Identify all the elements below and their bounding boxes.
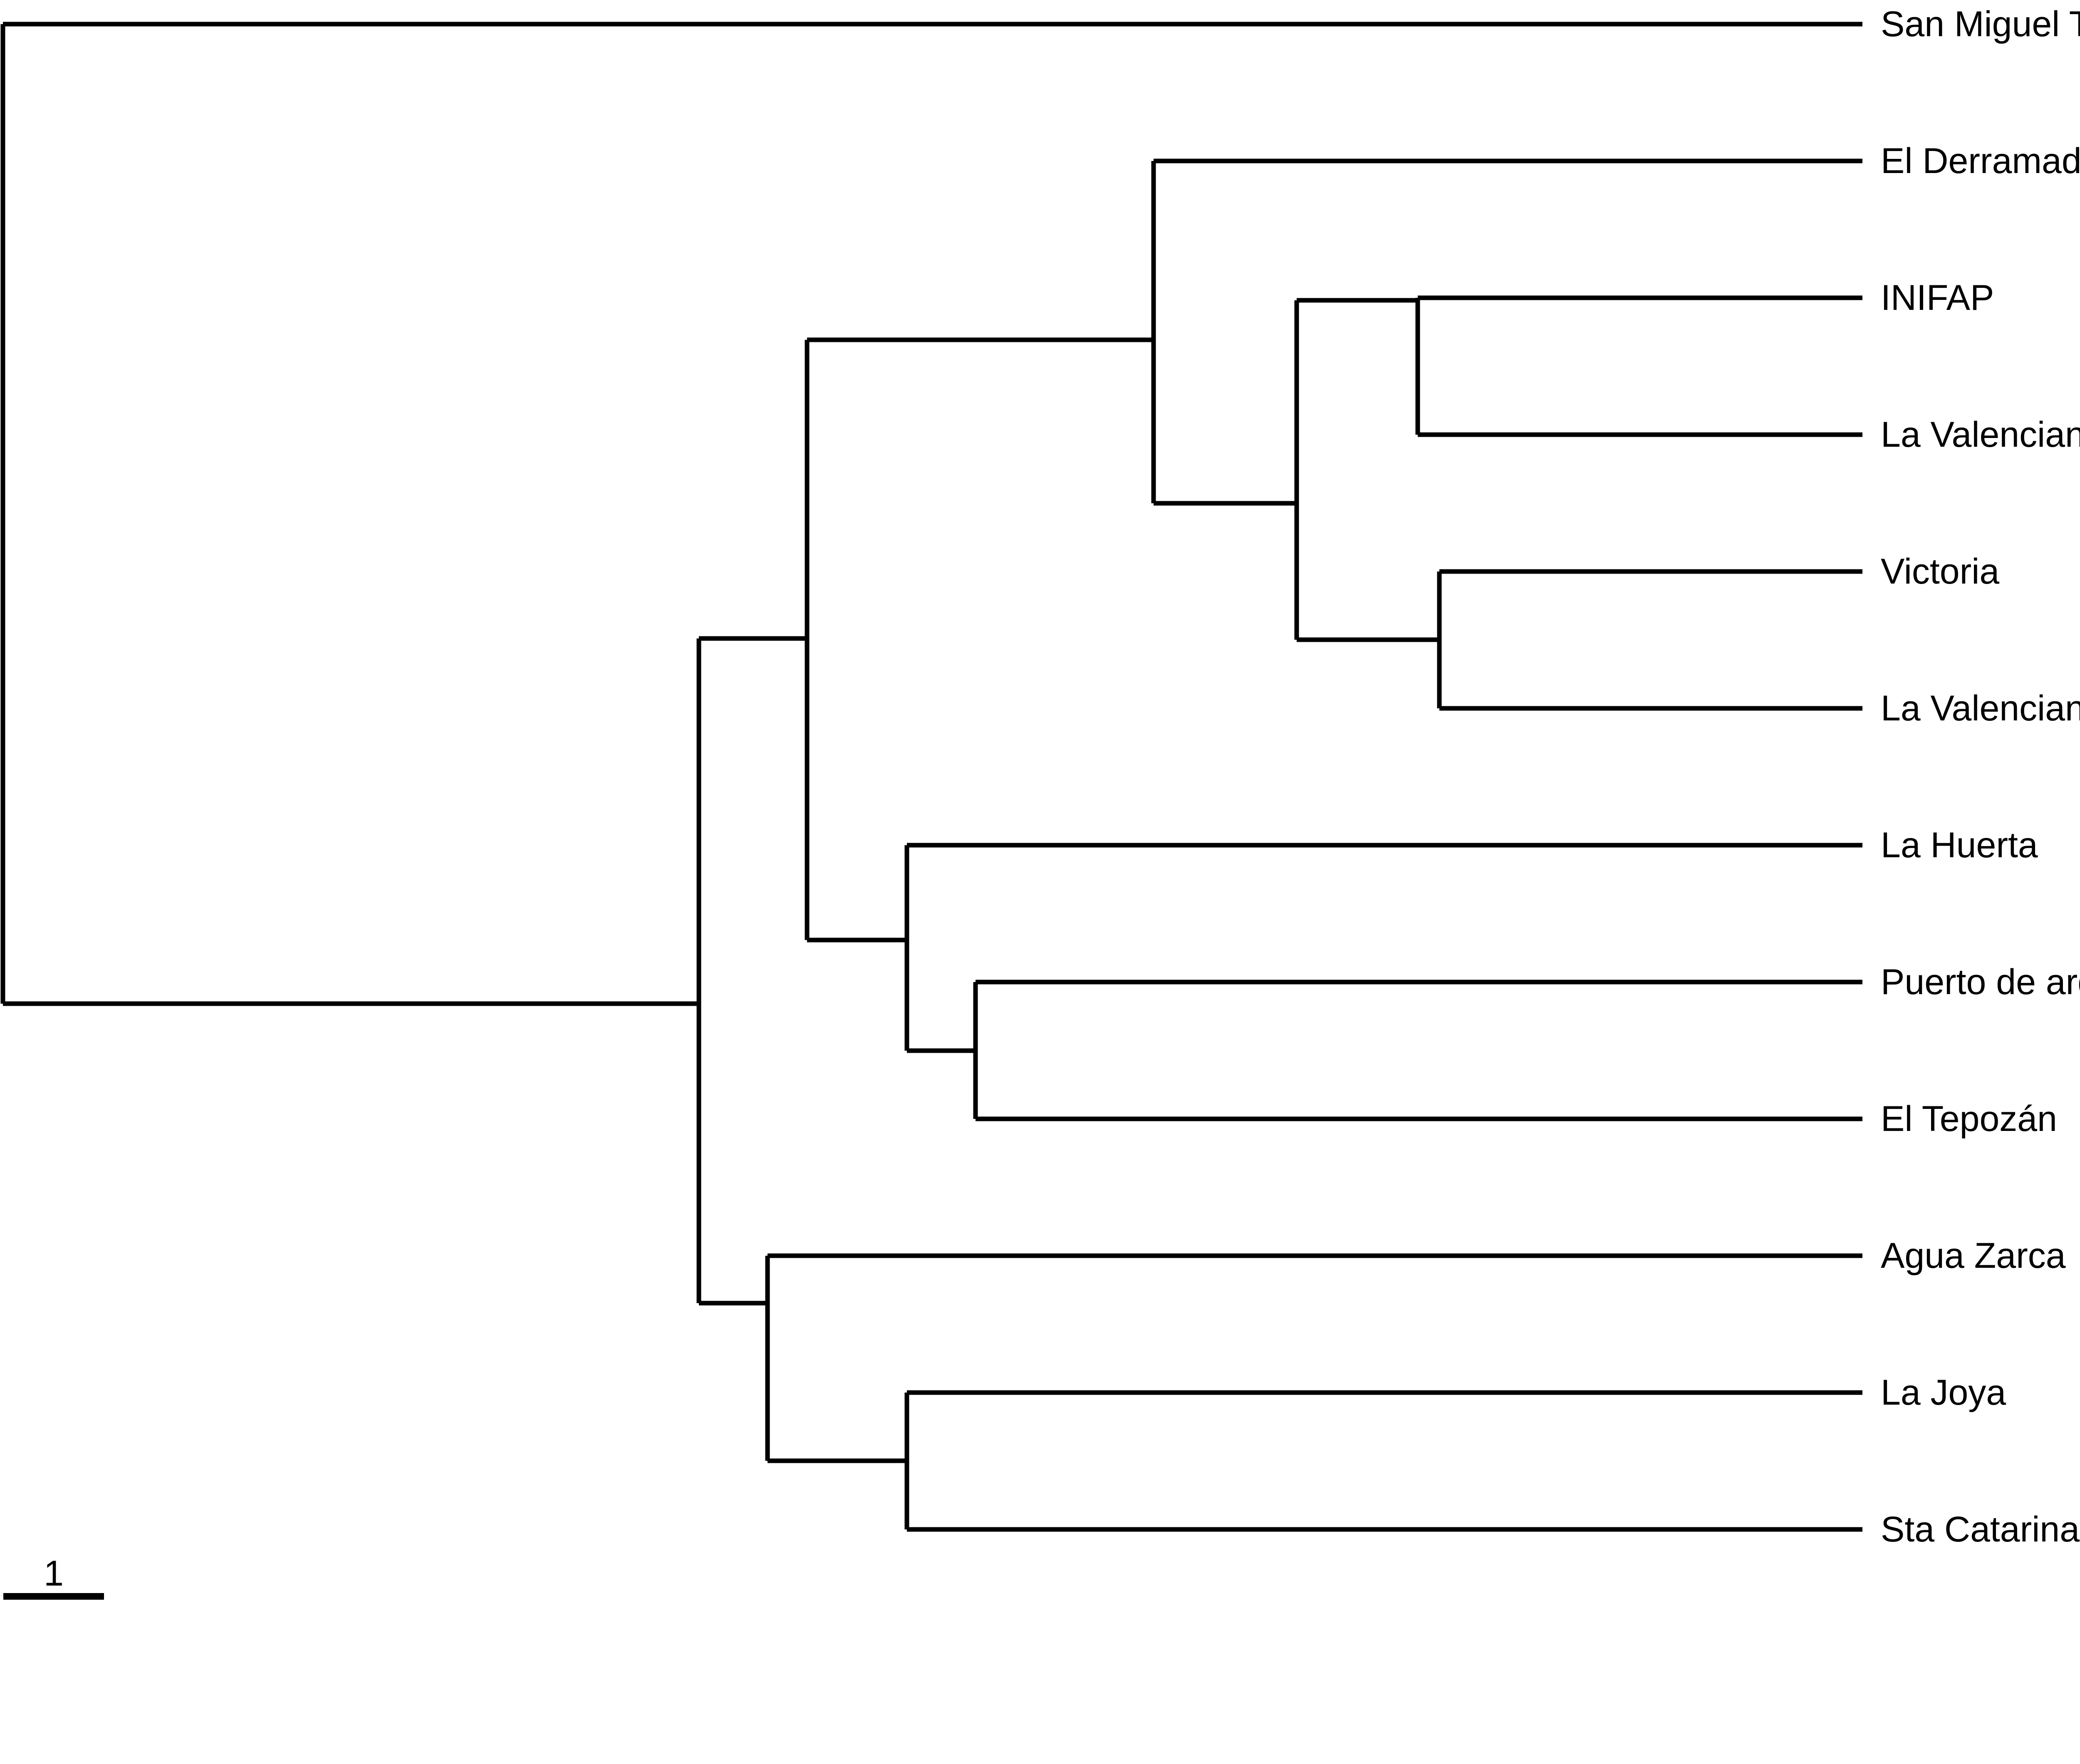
tip-label-11: Sta Catarina del Monte [1881,1509,2080,1549]
tip-label-1: El Derramadero [1881,141,2080,181]
tip-label-0: San Miguel Tlaixpan [1881,4,2080,44]
scale-bar-line-svg [3,1593,104,1600]
tip-label-4: Victoria [1881,552,2000,591]
tip-label-8: El Tepozán [1881,1099,2057,1139]
tip-label-6: La Huerta [1881,825,2038,865]
tip-label-2: INIFAP [1881,278,1994,318]
tip-label-9: Agua Zarca [1881,1236,2066,1276]
tip-label-3: La Valenciana2 [1881,415,2080,455]
tip-label-5: La Valenciana1 [1881,688,2080,728]
tip-label-10: La Joya [1881,1373,2006,1413]
tip-label-7: Puerto de ardillas [1881,962,2080,1002]
scale-bar-label: 1 [44,1554,64,1593]
